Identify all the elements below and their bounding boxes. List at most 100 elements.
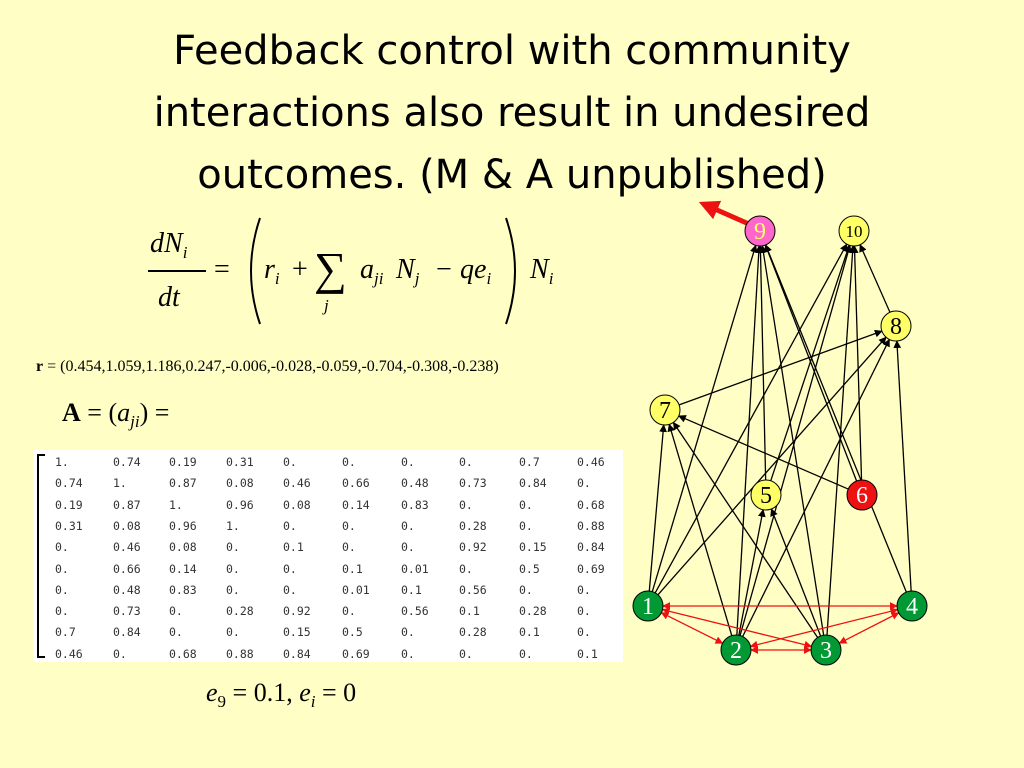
edge-5-to-9: [756, 245, 767, 481]
edge-1-to-10: [654, 243, 848, 594]
edge-7-to-8: [678, 329, 883, 406]
matrix-cell: 0.: [577, 625, 591, 640]
node-label: 3: [820, 638, 832, 664]
matrix-cell: 0.69: [342, 646, 370, 661]
node-label: 2: [730, 638, 742, 664]
matrix-cell: 0.7: [519, 455, 540, 469]
matrix-cell: 0.56: [401, 604, 429, 619]
node-8: 8: [880, 310, 912, 342]
matrix-cell: 0.46: [55, 646, 83, 661]
a-matrix-label: A = (aji) =: [62, 398, 170, 432]
node-5: 5: [750, 479, 782, 511]
r-label: r: [36, 358, 44, 375]
community-network-diagram: 1 2 3 4 5 6 7 8 9 10: [632, 200, 928, 666]
fraction-bar: [148, 270, 206, 272]
competition-edge-3-4: [838, 612, 900, 644]
matrix-cell: 0.01: [342, 582, 370, 597]
matrix-cell: 0.1: [577, 646, 598, 661]
eq-plus: +: [292, 254, 308, 285]
edge-8-to-10: [859, 244, 891, 313]
eq-equals: =: [214, 254, 230, 285]
matrix-cell: 0.: [283, 582, 297, 597]
edge-4-to-8: [893, 340, 912, 592]
node-circle: [649, 394, 681, 426]
matrix-cell: 0.96: [226, 497, 254, 512]
matrix-cell: 0.15: [283, 625, 311, 640]
matrix-cell: 0.84: [577, 540, 605, 555]
node-2: 2: [720, 634, 752, 666]
matrix-cell: 0.87: [169, 476, 197, 491]
matrix-cell: 0.74: [55, 476, 83, 491]
matrix-cell: 0.: [401, 540, 415, 555]
matrix-cell: 0.28: [459, 625, 487, 640]
edge-4-to-9: [764, 244, 907, 593]
matrix-cell: 0.: [577, 476, 591, 491]
matrix-cell: 0.: [342, 604, 356, 619]
right-paren: [505, 217, 516, 325]
node-3: 3: [810, 634, 842, 666]
eq-denominator: dt: [158, 282, 180, 313]
matrix-cell: 0.92: [459, 540, 487, 555]
matrix-cell: 0.96: [169, 518, 197, 533]
matrix-cell: 0.: [342, 540, 356, 555]
matrix-cell: 0.7: [55, 625, 76, 640]
matrix-cell: 0.46: [577, 455, 605, 469]
matrix-cell: 0.: [342, 455, 356, 469]
node-6: 6: [846, 479, 878, 511]
edge-3-to-10: [826, 245, 857, 636]
matrix-cell: 0.: [401, 518, 415, 533]
eq-r-term: ri: [264, 254, 280, 288]
matrix-cell: 0.84: [113, 625, 141, 640]
edge-2-to-8: [742, 338, 890, 637]
edge-5-to-10: [770, 244, 851, 481]
eq-sum-index: j: [324, 296, 329, 315]
matrix-cell: 0.: [226, 625, 240, 640]
eq-N-term: Nj: [396, 254, 420, 288]
node-label: 6: [856, 483, 868, 509]
matrix-cell: 0.: [55, 561, 69, 576]
matrix-cell: 0.15: [519, 540, 547, 555]
node-9: 9: [744, 215, 776, 247]
matrix-cell: 0.28: [226, 604, 254, 619]
matrix-cell: 0.: [55, 604, 69, 619]
matrix-cell: 0.84: [283, 646, 311, 661]
slide-title: Feedback control with community interact…: [60, 20, 964, 206]
matrix-cell: 0.08: [283, 497, 311, 512]
matrix-cell: 1.: [226, 518, 240, 533]
matrix-cell: 0.68: [169, 646, 197, 661]
edge-1-to-9: [651, 244, 758, 592]
node-1: 1: [632, 590, 664, 622]
node-circle: [846, 479, 878, 511]
node-label: 10: [846, 222, 863, 241]
e-values: e9 = 0.1, ei = 0: [206, 678, 357, 712]
matrix-cell: 0.08: [113, 518, 141, 533]
node-7: 7: [649, 394, 681, 426]
node-circle: [810, 634, 842, 666]
title-line-1: Feedback control with community: [173, 28, 851, 74]
edge-1-to-7: [648, 424, 667, 592]
matrix-cell: 0.48: [401, 476, 429, 491]
edge-1-to-8: [657, 336, 887, 596]
matrix-cell: 0.: [577, 582, 591, 597]
r-vector: r = (0.454,1.059,1.186,0.247,-0.006,-0.0…: [36, 358, 499, 376]
matrix-cell: 0.19: [55, 497, 83, 512]
matrix-cell: 0.31: [226, 455, 254, 469]
matrix-cell: 0.87: [113, 497, 141, 512]
node-4: 4: [896, 590, 928, 622]
edge-6-to-10: [850, 245, 863, 481]
matrix-cell: 0.: [519, 497, 533, 512]
matrix-cell: 0.: [519, 582, 533, 597]
matrix-cell: 0.1: [342, 561, 363, 576]
node-circle: [632, 590, 664, 622]
matrix-cell: 0.: [55, 582, 69, 597]
node-label: 9: [754, 219, 766, 245]
edge-6-to-7: [678, 415, 849, 490]
matrix-cell: 0.: [519, 646, 533, 661]
edge-2-to-7: [667, 423, 733, 636]
edge-6-to-9: [764, 244, 858, 482]
